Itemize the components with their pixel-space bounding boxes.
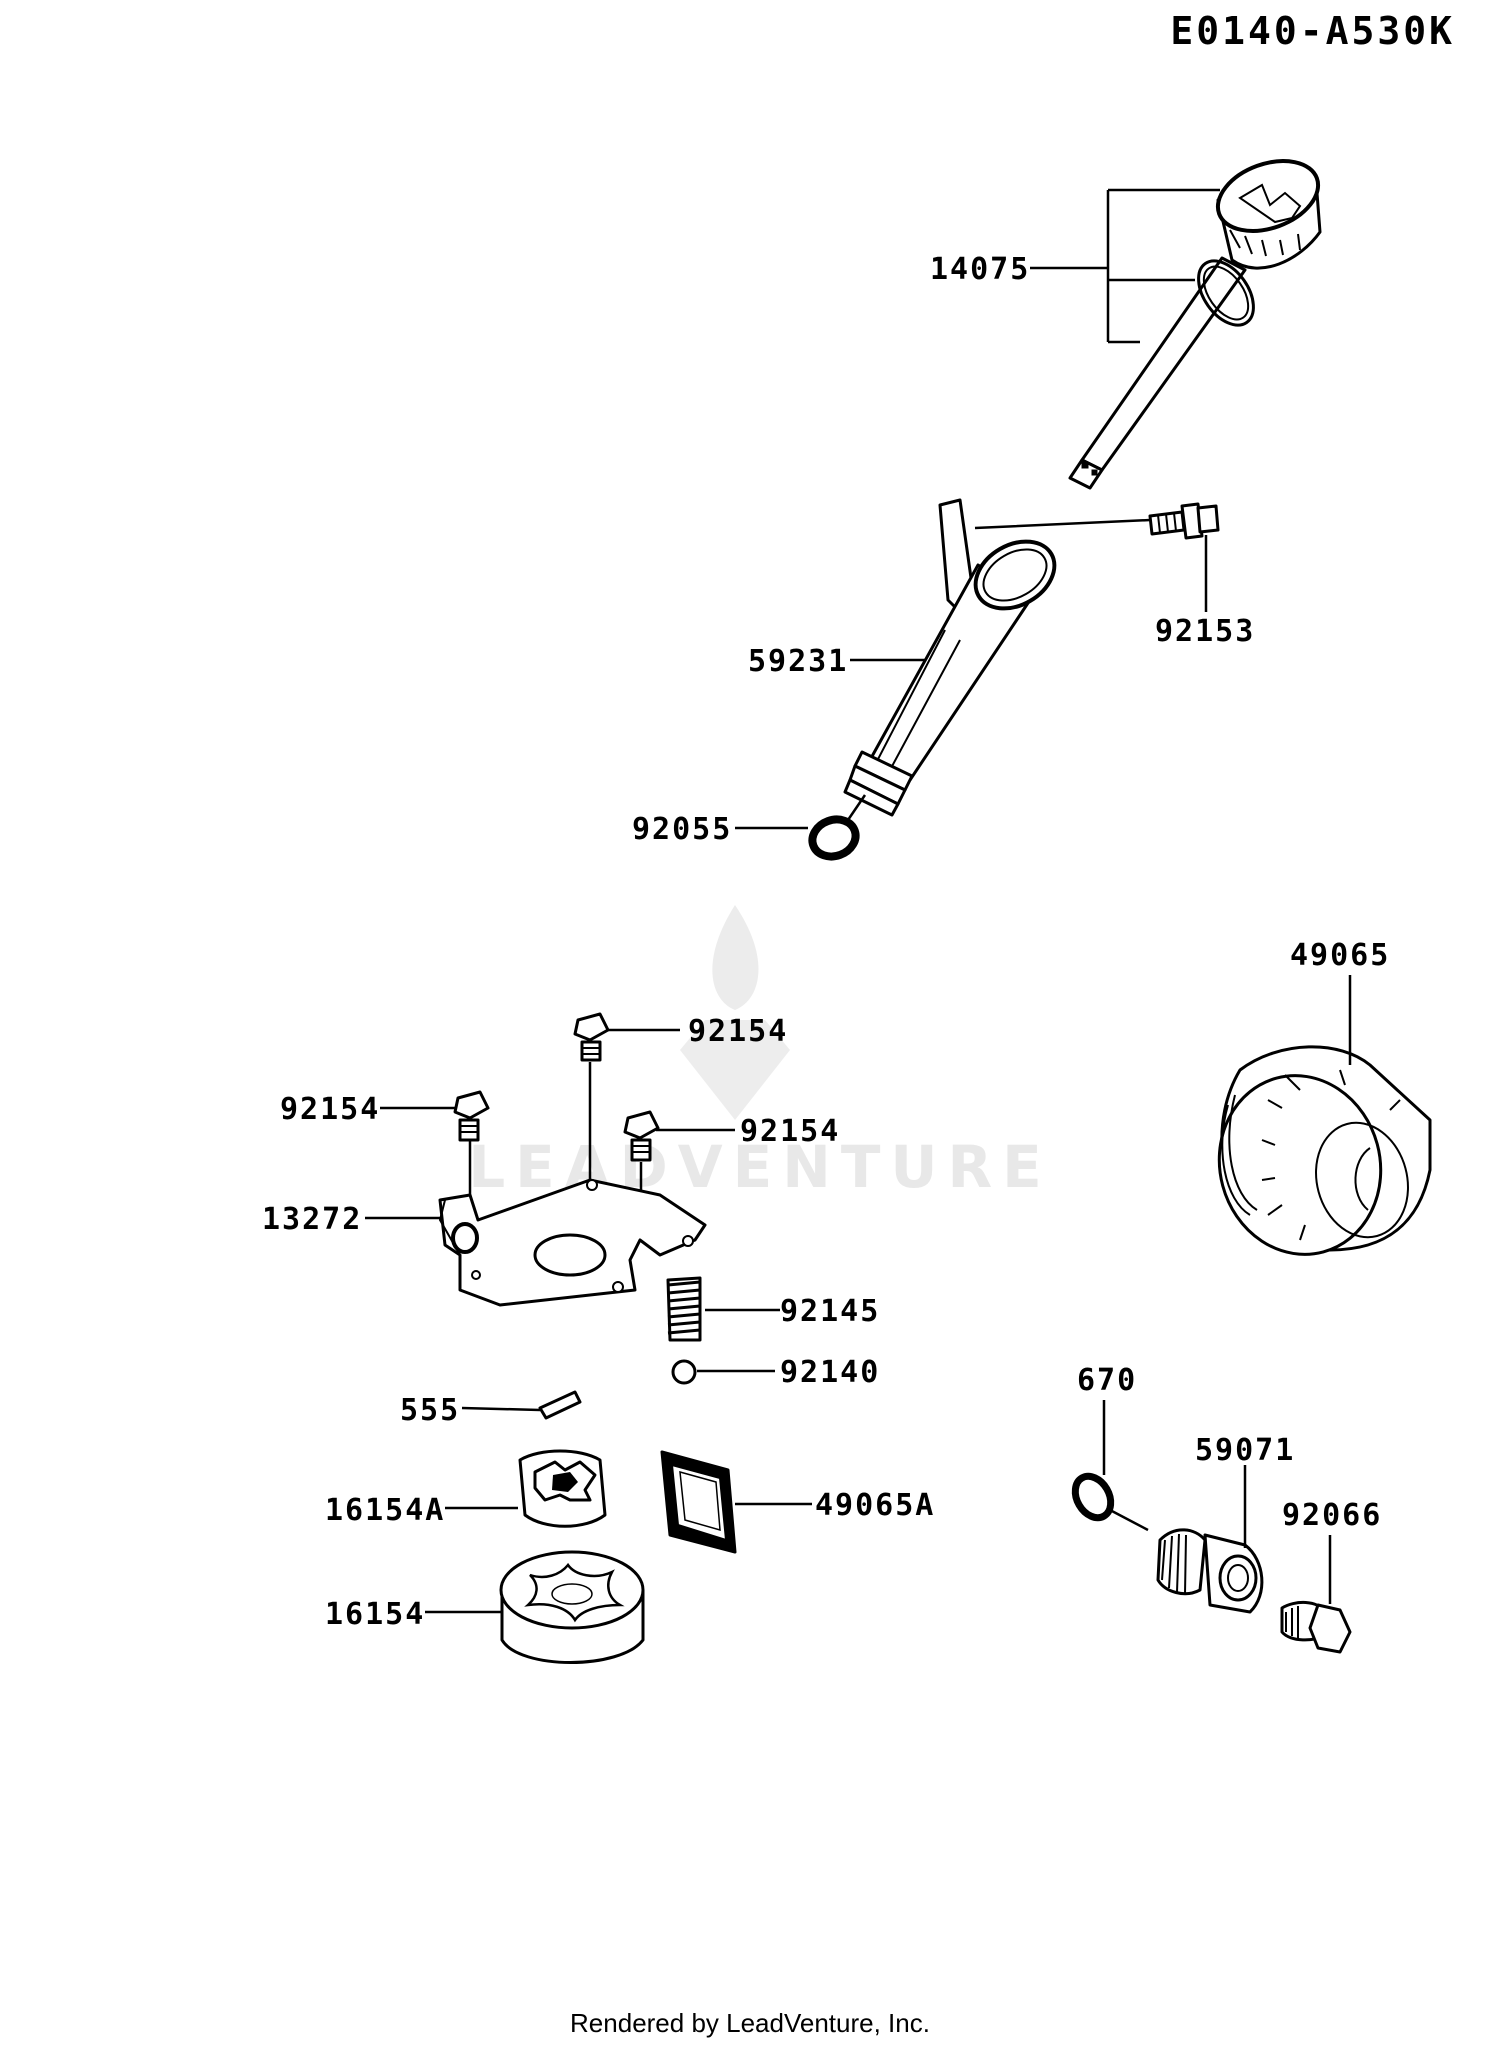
label-555[interactable]: 555 xyxy=(400,1393,460,1428)
part-92153-bolt[interactable] xyxy=(1148,502,1220,540)
label-16154[interactable]: 16154 xyxy=(325,1597,425,1632)
leader-555 xyxy=(461,1406,541,1412)
label-92066[interactable]: 92066 xyxy=(1282,1498,1382,1533)
label-92140[interactable]: 92140 xyxy=(780,1355,880,1390)
label-92154a[interactable]: 92154 xyxy=(280,1092,380,1127)
label-92153[interactable]: 92153 xyxy=(1155,614,1255,649)
label-92145[interactable]: 92145 xyxy=(780,1294,880,1329)
part-92154-bolt-right[interactable] xyxy=(623,1110,660,1162)
part-59231-filler-tube[interactable] xyxy=(843,498,1066,817)
label-59071[interactable]: 59071 xyxy=(1195,1433,1295,1468)
label-16154A[interactable]: 16154A xyxy=(325,1493,445,1528)
diagram-code: E0140-A530K xyxy=(1170,9,1455,53)
part-92154-bolt-left[interactable] xyxy=(453,1090,490,1142)
part-92145-spring[interactable] xyxy=(666,1276,702,1342)
part-16154A-inner-rotor[interactable] xyxy=(518,1449,607,1528)
label-49065[interactable]: 49065 xyxy=(1290,938,1390,973)
label-670[interactable]: 670 xyxy=(1077,1363,1137,1398)
part-14075-dipstick[interactable] xyxy=(1068,148,1328,490)
label-92055[interactable]: 92055 xyxy=(632,812,732,847)
part-92140-ball[interactable] xyxy=(671,1359,697,1385)
label-14075[interactable]: 14075 xyxy=(930,252,1030,287)
leader-92154b xyxy=(588,1028,680,1180)
label-49065A[interactable]: 49065A xyxy=(815,1488,935,1523)
leader-92153 xyxy=(974,518,1208,612)
part-92066-plug[interactable] xyxy=(1280,1601,1352,1654)
label-92154b[interactable]: 92154 xyxy=(688,1014,788,1049)
part-13272-plate[interactable] xyxy=(438,1178,707,1307)
leader-14075 xyxy=(1030,188,1220,344)
label-13272[interactable]: 13272 xyxy=(262,1202,362,1237)
part-92055-o-ring[interactable] xyxy=(807,814,861,863)
label-92154c[interactable]: 92154 xyxy=(740,1114,840,1149)
part-16154-outer-rotor[interactable] xyxy=(499,1550,645,1664)
part-49065A-screen[interactable] xyxy=(660,1450,737,1554)
part-555-pin[interactable] xyxy=(538,1390,582,1420)
part-49065-oil-filter[interactable] xyxy=(1199,1045,1432,1273)
part-92154-bolt-top[interactable] xyxy=(573,1012,610,1062)
leader-92055 xyxy=(735,794,867,830)
part-670-o-ring[interactable] xyxy=(1068,1470,1118,1524)
leader-670 xyxy=(1102,1400,1149,1532)
footer-credit: Rendered by LeadVenture, Inc. xyxy=(570,2008,930,2038)
label-59231[interactable]: 59231 xyxy=(748,644,848,679)
part-59071-adapter[interactable] xyxy=(1156,1528,1264,1614)
leadventure-watermark: LEADVENTURE xyxy=(468,905,1042,1201)
leader-92154a xyxy=(380,1106,472,1195)
